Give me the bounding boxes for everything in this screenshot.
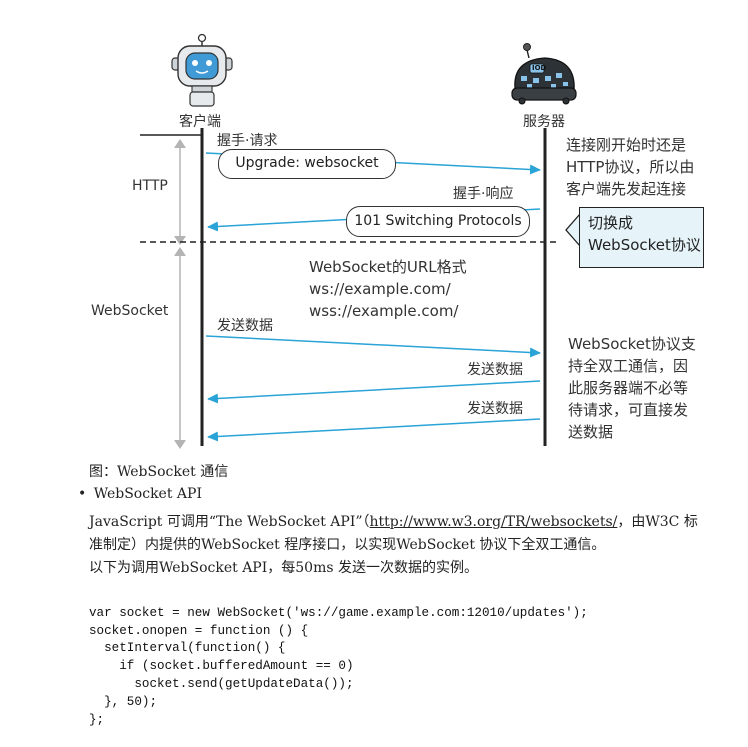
note-duplex-line: 此服务器端不必等 [568, 379, 689, 397]
server-send-label-1: 发送数据 [467, 362, 523, 378]
code-block: var socket = new WebSocket('ws://game.ex… [89, 587, 588, 747]
note-duplex-line: 送数据 [568, 423, 614, 441]
intro-line-1: JavaScript 可调用“The WebSocket API”（http:/… [89, 511, 698, 534]
callout-line: WebSocket协议 [588, 236, 701, 254]
handshake-request-label: 握手·请求 [217, 133, 278, 149]
url-format-line: ws://example.com/ [309, 280, 451, 298]
w3c-spec-link[interactable]: http://www.w3.org/TR/websockets/ [369, 514, 618, 530]
intro-suffix: ，由W3C 标 [617, 514, 698, 530]
http-phase-label: HTTP [132, 178, 168, 194]
intro-paragraph: JavaScript 可调用“The WebSocket API”（http:/… [89, 511, 698, 557]
client-send-arrow [205, 335, 541, 358]
example-intro: 以下为调用WebSocket API，每50ms 发送一次数据的实例。 [89, 560, 478, 576]
section-title: WebSocket API [93, 486, 202, 502]
section-heading: • WebSocket API [78, 486, 202, 502]
bullet: • [78, 486, 87, 502]
server-robot-icon [511, 43, 577, 105]
http-phase-bracket [174, 139, 186, 245]
code-line: socket.send(getUpdateData()); [89, 676, 354, 691]
client-label: 客户端 [179, 114, 221, 130]
callout-pointer [565, 213, 581, 247]
code-line: setInterval(function() { [89, 641, 286, 656]
note-http-line: HTTP协议，所以由 [566, 158, 695, 176]
url-format-line: wss://example.com/ [309, 302, 459, 320]
code-line: }; [89, 712, 105, 727]
switching-protocols-text: 101 Switching Protocols [354, 213, 522, 229]
intro-line-2: 准制定）内提供的WebSocket 程序接口，以实现WebSocket 协议下全… [89, 537, 606, 553]
robot-badge: IOD [532, 64, 547, 72]
intro-prefix: JavaScript 可调用“The WebSocket API”（ [89, 514, 370, 530]
websocket-phase-label: WebSocket [91, 303, 169, 319]
server-send-arrow-2 [207, 418, 541, 442]
upgrade-header-text: Upgrade: websocket [235, 155, 379, 171]
note-duplex-line: 持全双工通信，因 [568, 357, 689, 375]
note-duplex-line: WebSocket协议支 [568, 335, 696, 353]
code-line: }, 50); [89, 694, 158, 709]
code-line: var socket = new WebSocket('ws://game.ex… [89, 605, 588, 620]
switch-protocol-callout: 切换成 WebSocket协议 [579, 207, 704, 268]
client-send-label: 发送数据 [217, 318, 273, 334]
note-http-start: 连接刚开始时还是 HTTP协议，所以由 客户端先发起连接 [566, 134, 694, 200]
switching-protocols-box: 101 Switching Protocols [346, 206, 530, 237]
client-robot-icon [171, 33, 233, 107]
server-send-arrow-1 [207, 380, 541, 404]
url-format-line: WebSocket的URL格式 [309, 258, 467, 276]
note-http-line: 客户端先发起连接 [566, 180, 687, 198]
websocket-phase-bracket [174, 247, 186, 449]
websocket-diagram [140, 33, 581, 449]
note-full-duplex: WebSocket协议支 持全双工通信，因 此服务器端不必等 待请求，可直接发 … [568, 333, 696, 443]
note-duplex-line: 待请求，可直接发 [568, 401, 689, 419]
code-line: socket.onopen = function () { [89, 623, 309, 638]
callout-line: 切换成 [588, 214, 634, 232]
upgrade-header-box: Upgrade: websocket [218, 149, 396, 179]
server-label: 服务器 [523, 114, 565, 130]
code-line: if (socket.bufferedAmount == 0) [89, 659, 354, 674]
handshake-response-label: 握手·响应 [453, 186, 514, 202]
figure-caption: 图：WebSocket 通信 [89, 464, 229, 480]
url-format-note: WebSocket的URL格式 ws://example.com/ wss://… [309, 256, 467, 322]
server-send-label-2: 发送数据 [467, 401, 523, 417]
note-http-line: 连接刚开始时还是 [566, 136, 687, 154]
